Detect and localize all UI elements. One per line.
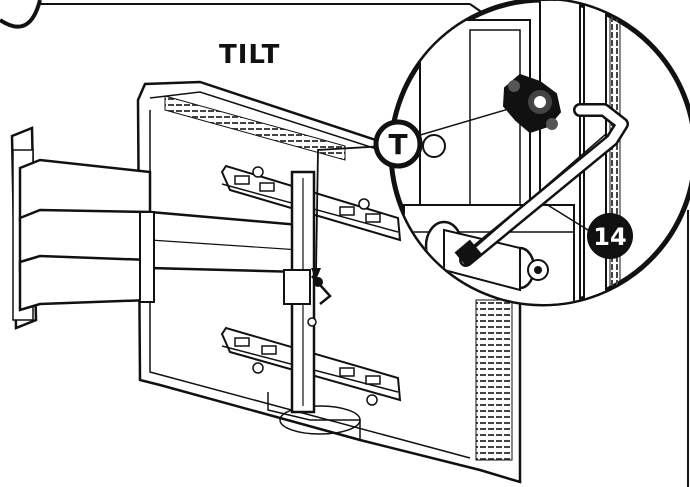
part-callout-badge: 14 [587,213,633,259]
callout-leader [315,145,386,275]
part-leader [545,203,589,231]
step-badge-fragment [0,0,491,29]
tv-mount-arm-icon [18,158,302,312]
part-callout-label: 14 [593,223,626,251]
diagram-title: TILT [219,40,281,70]
tool-callout-badge: T [373,119,423,169]
tilt-knob-icon [502,73,562,134]
center-rail [283,170,332,414]
tool-leader [409,107,513,139]
hex-key-icon [454,103,629,267]
tool-callout-label: T [388,128,407,161]
